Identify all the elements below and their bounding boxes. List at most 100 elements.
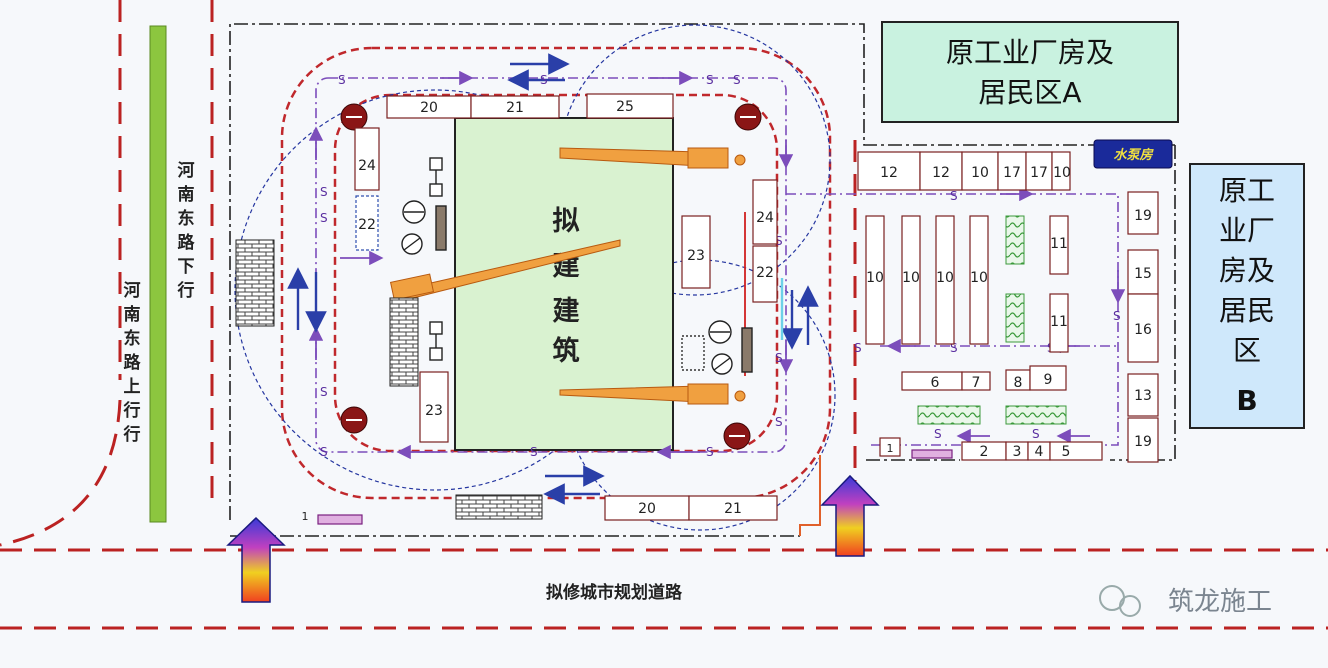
svg-text:6: 6	[931, 375, 940, 391]
region-b-box	[1189, 163, 1305, 429]
svg-text:原工: 原工	[1219, 174, 1275, 207]
svg-text:S: S	[950, 189, 958, 203]
brick-stack-inner	[389, 297, 419, 387]
green-yard-patches	[917, 215, 1067, 425]
svg-text:河: 河	[124, 281, 141, 301]
svg-text:筑: 筑	[553, 335, 580, 367]
svg-text:23: 23	[687, 248, 705, 264]
svg-text:S: S	[530, 445, 538, 459]
svg-text:20: 20	[638, 501, 656, 517]
svg-text:19: 19	[1134, 208, 1152, 224]
svg-text:23: 23	[425, 403, 443, 419]
svg-text:上: 上	[124, 377, 141, 397]
svg-text:居民: 居民	[1219, 294, 1275, 327]
pump-house	[1093, 139, 1173, 169]
svg-text:5: 5	[1062, 444, 1071, 460]
traffic-direction-arrows	[287, 53, 819, 505]
outer-fence	[280, 46, 832, 500]
svg-text:4: 4	[1035, 444, 1044, 460]
svg-text:10: 10	[1053, 165, 1071, 181]
svg-text:S: S	[320, 385, 328, 399]
svg-text:22: 22	[358, 217, 376, 233]
svg-text:12: 12	[880, 165, 898, 181]
svg-text:S: S	[320, 185, 328, 199]
svg-text:B: B	[1236, 384, 1257, 417]
svg-text:拟: 拟	[553, 206, 580, 237]
region-a-label-line2: 居民区A	[978, 76, 1081, 109]
facility-labels: 20 21 25 24 22 23 23 24 22 20 21 1	[302, 99, 774, 523]
svg-text:13: 13	[1134, 388, 1152, 404]
svg-text:S: S	[775, 234, 783, 248]
svg-text:建: 建	[553, 296, 580, 327]
svg-text:行: 行	[123, 400, 141, 421]
svg-text:S: S	[775, 415, 783, 429]
road-name-bottom: 拟修城市规划道路	[546, 582, 683, 603]
svg-text:20: 20	[420, 100, 438, 116]
proposed-building	[454, 117, 674, 451]
svg-text:24: 24	[756, 210, 774, 226]
region-a-box	[881, 21, 1179, 123]
svg-text:S: S	[950, 341, 958, 355]
svg-text:S: S	[540, 73, 548, 87]
east-facility-boxes	[857, 151, 1159, 463]
svg-text:9: 9	[1044, 372, 1053, 388]
road-name-inner: 河 南 东 路 下 行	[177, 161, 196, 301]
region-a-label-line1: 原工业厂房及	[946, 36, 1114, 69]
svg-text:下: 下	[178, 257, 195, 277]
svg-text:路: 路	[178, 232, 196, 253]
svg-text:区: 区	[1233, 334, 1261, 367]
svg-text:1: 1	[302, 510, 309, 523]
tower-crane-arms	[389, 147, 746, 405]
equipment-symbols	[401, 157, 753, 375]
svg-text:S: S	[320, 445, 328, 459]
svg-text:东: 东	[178, 208, 195, 229]
svg-text:S: S	[338, 73, 346, 87]
svg-text:24: 24	[358, 158, 376, 174]
svg-text:路: 路	[124, 352, 142, 373]
brick-stack-west	[235, 239, 275, 327]
svg-text:房及: 房及	[1219, 254, 1275, 287]
svg-text:21: 21	[724, 501, 742, 517]
svg-text:25: 25	[616, 99, 634, 115]
median-green-belt	[149, 25, 167, 523]
crane-base-markers	[340, 103, 762, 450]
svg-text:10: 10	[902, 270, 920, 286]
svg-text:S: S	[320, 211, 328, 225]
svg-text:S: S	[706, 73, 714, 87]
svg-text:河: 河	[178, 161, 195, 181]
watermark-text: 筑龙施工	[1168, 587, 1272, 617]
svg-text:S: S	[1032, 427, 1040, 441]
facility-boxes	[317, 93, 778, 525]
svg-text:7: 7	[972, 375, 981, 391]
svg-text:东: 东	[124, 328, 141, 349]
svg-text:17: 17	[1030, 165, 1048, 181]
watermark-logo	[1099, 585, 1141, 617]
svg-text:17: 17	[1003, 165, 1021, 181]
svg-text:2: 2	[980, 444, 989, 460]
road-lines	[0, 0, 1328, 630]
svg-text:16: 16	[1134, 322, 1152, 338]
svg-text:8: 8	[1014, 375, 1023, 391]
svg-text:S: S	[1113, 309, 1121, 323]
gate-entrance-arrows	[226, 474, 880, 603]
svg-text:业厂: 业厂	[1219, 214, 1275, 247]
region-b-label: 原工 业厂 房及 居民 区 B	[1219, 174, 1275, 417]
pump-house-label: 水泵房	[1113, 147, 1154, 163]
svg-text:S: S	[706, 445, 714, 459]
svg-text:12: 12	[932, 165, 950, 181]
s-markers: S S S S S S S S S S S S S S S S S S S S	[320, 73, 1121, 459]
svg-text:行: 行	[177, 280, 195, 301]
svg-text:11: 11	[1050, 236, 1068, 252]
svg-text:22: 22	[756, 265, 774, 281]
svg-text:11: 11	[1050, 314, 1068, 330]
svg-text:10: 10	[936, 270, 954, 286]
building-label: 拟 建 建 筑	[553, 206, 580, 367]
svg-text:10: 10	[866, 270, 884, 286]
road-name-outer: 河 南 东 路 上 行 行	[123, 281, 142, 445]
svg-text:10: 10	[970, 270, 988, 286]
svg-text:S: S	[854, 341, 862, 355]
svg-text:行: 行	[123, 424, 141, 445]
svg-text:S: S	[775, 351, 783, 365]
svg-text:南: 南	[178, 184, 195, 205]
